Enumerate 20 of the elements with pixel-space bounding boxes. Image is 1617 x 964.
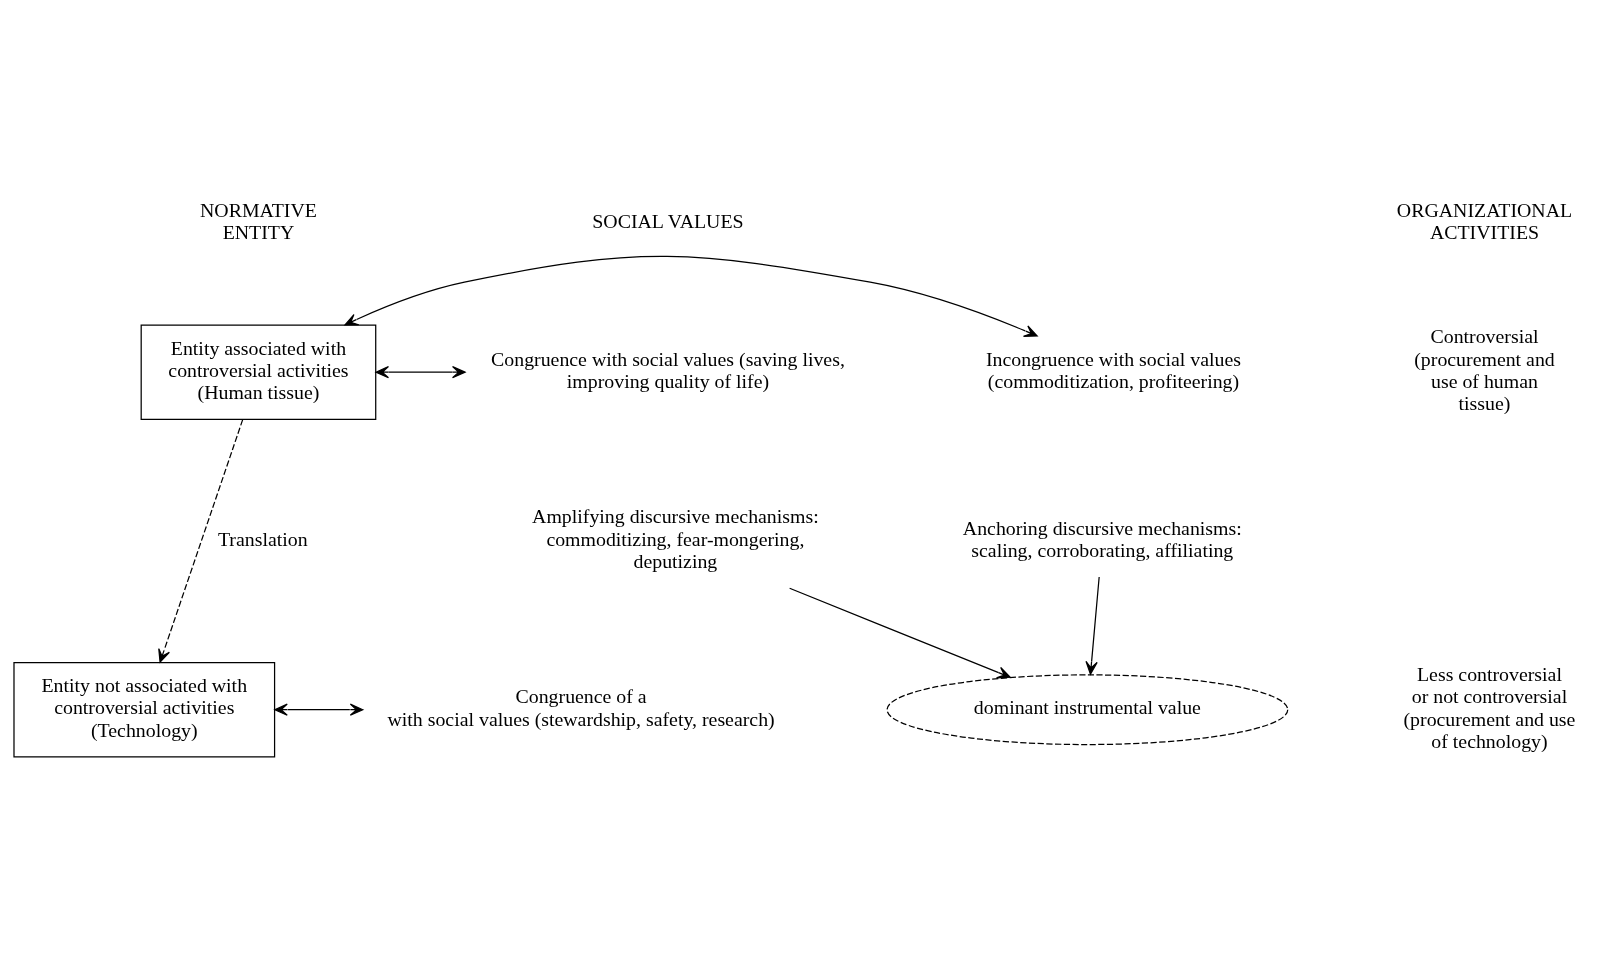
- label: SOCIAL VALUES: [592, 209, 744, 232]
- arrow: [1085, 576, 1100, 675]
- node-text: Incongruence with social values (commoditization, profiteering): [985, 347, 1242, 393]
- node-text: Less controversial or not controversial (procurement and use of technology): [1403, 662, 1576, 752]
- node-ellipse: dominant instrumental value: [886, 674, 1289, 746]
- node-text: Controversial (procurement and use of human tissue): [1414, 325, 1555, 415]
- node-box: Entity associated with controversial activities (Human tissue): [140, 324, 377, 420]
- node-text: Amplifying discursive mechanisms: commoditizing, fear-mongering, deputizing: [532, 505, 819, 572]
- arrow: [789, 587, 1011, 679]
- node-text: Congruence of a with social values (stewardship, safety, research): [387, 685, 775, 730]
- arrow: [158, 419, 244, 663]
- node-box: Entity not associated with controversial activities (Technology): [13, 661, 276, 758]
- label: ORGANIZATIONAL ACTIVITIES: [1396, 198, 1573, 244]
- edge-label: Translation: [217, 527, 308, 550]
- label: NORMATIVE ENTITY: [200, 198, 317, 244]
- arrow: [375, 365, 466, 379]
- node-text: Anchoring discursive mechanisms: scaling, corroborating, affiliating: [962, 516, 1242, 561]
- arrow: [344, 255, 1038, 337]
- node-text: Congruence with social values (saving lives, improving quality of life): [491, 347, 845, 393]
- arrow: [274, 703, 364, 716]
